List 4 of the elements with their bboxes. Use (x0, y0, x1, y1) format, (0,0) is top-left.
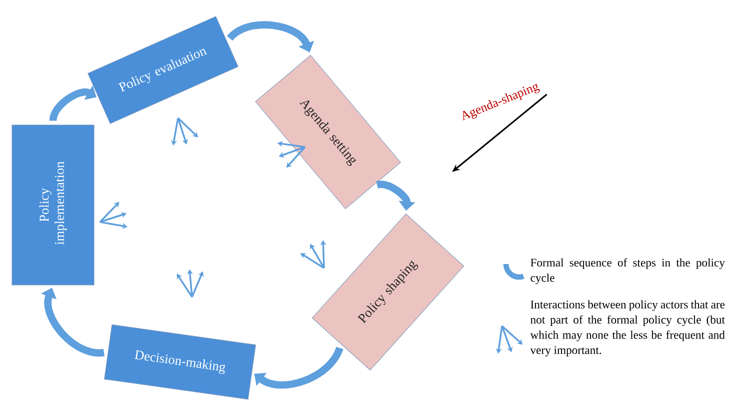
legend-text: Formal sequence of steps in the policy cycle (530, 258, 725, 284)
step-box: Policy implementation (12, 124, 94, 286)
legend-text: Interactions between policy actors that are not part of the formal policy cycle (but which may none the less be frequent and very important. (530, 300, 725, 356)
curved-arrow (254, 346, 344, 389)
